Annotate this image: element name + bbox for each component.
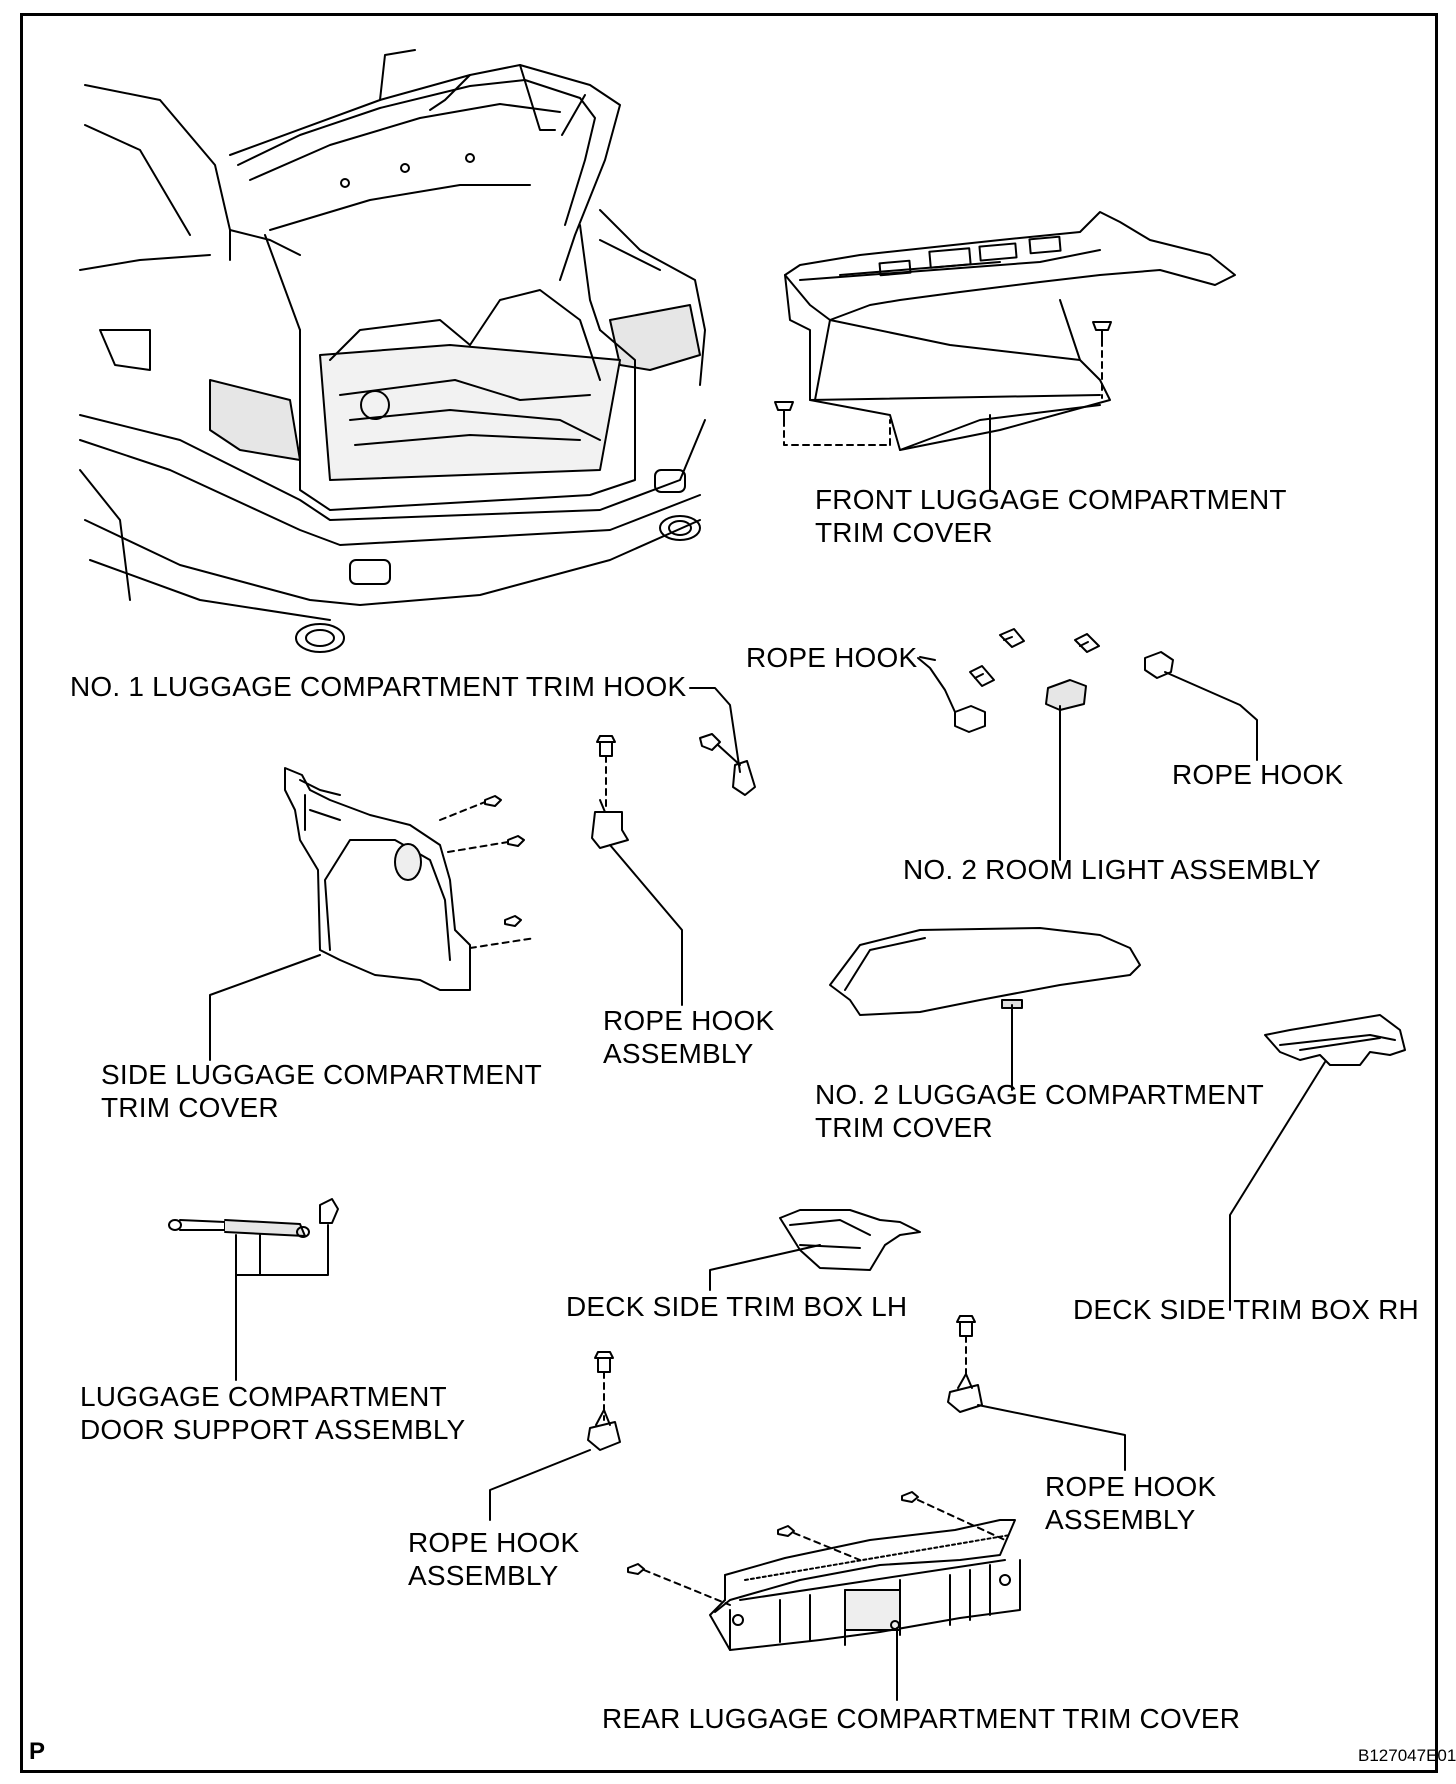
label-no2-trim-cover: NO. 2 LUGGAGE COMPARTMENT TRIM COVER <box>815 1078 1264 1144</box>
deck-box-lh-part <box>709 1209 921 1291</box>
label-rope-hook-assembly-upper: ROPE HOOK ASSEMBLY <box>603 1004 774 1070</box>
label-door-support-line1: LUGGAGE COMPARTMENT <box>80 1381 447 1412</box>
label-door-support-line2: DOOR SUPPORT ASSEMBLY <box>80 1414 466 1445</box>
rear-trim-cover-part <box>627 1491 1021 1701</box>
label-rope-hook-left: ROPE HOOK <box>746 642 918 673</box>
label-side-trim-cover: SIDE LUGGAGE COMPARTMENT TRIM COVER <box>101 1058 542 1124</box>
label-rope-hook-assembly-right-line2: ASSEMBLY <box>1045 1504 1196 1535</box>
label-deck-box-rh: DECK SIDE TRIM BOX RH <box>1073 1294 1419 1325</box>
label-rope-hook-assembly-right-line1: ROPE HOOK <box>1045 1471 1217 1502</box>
rope-hook-assembly-lower-part <box>489 1351 621 1521</box>
label-door-support: LUGGAGE COMPARTMENT DOOR SUPPORT ASSEMBL… <box>80 1380 465 1446</box>
label-deck-box-lh: DECK SIDE TRIM BOX LH <box>566 1291 908 1322</box>
label-front-trim-cover-line2: TRIM COVER <box>815 517 993 548</box>
deck-box-rh-part <box>1229 1014 1406 1311</box>
label-side-trim-cover-line2: TRIM COVER <box>101 1092 279 1123</box>
label-trim-hook: NO. 1 LUGGAGE COMPARTMENT TRIM HOOK <box>70 671 687 702</box>
label-rope-hook-assembly-right: ROPE HOOK ASSEMBLY <box>1045 1470 1216 1536</box>
label-no2-trim-cover-line2: TRIM COVER <box>815 1112 993 1143</box>
label-room-light: NO. 2 ROOM LIGHT ASSEMBLY <box>903 854 1321 885</box>
label-no2-trim-cover-line1: NO. 2 LUGGAGE COMPARTMENT <box>815 1079 1264 1110</box>
label-rope-hook-right: ROPE HOOK <box>1172 759 1344 790</box>
label-rope-hook-assembly-lower-line2: ASSEMBLY <box>408 1560 559 1591</box>
no2-trim-cover-part <box>829 927 1141 1091</box>
car-rear-illustration <box>79 49 706 653</box>
door-support-part <box>168 1198 339 1381</box>
rope-hook-assembly-right-part <box>947 1315 1126 1471</box>
front-trim-cover-part <box>774 211 1236 491</box>
leader-rope-hook-left <box>919 656 936 661</box>
label-side-trim-cover-line1: SIDE LUGGAGE COMPARTMENT <box>101 1059 542 1090</box>
label-rear-trim-cover: REAR LUGGAGE COMPARTMENT TRIM COVER <box>602 1703 1241 1734</box>
label-rope-hook-assembly-lower: ROPE HOOK ASSEMBLY <box>408 1526 579 1592</box>
rope-hooks-room-light-part <box>917 628 1258 861</box>
label-rope-hook-assembly-upper-line2: ASSEMBLY <box>603 1038 754 1069</box>
side-trim-cover-part <box>209 767 536 1061</box>
label-rope-hook-assembly-lower-line1: ROPE HOOK <box>408 1527 580 1558</box>
label-front-trim-cover-line1: FRONT LUGGAGE COMPARTMENT <box>815 484 1287 515</box>
rope-hook-assembly-upper-part <box>591 687 756 1006</box>
figure-code: B127047E01 <box>1358 1746 1456 1765</box>
label-front-trim-cover: FRONT LUGGAGE COMPARTMENT TRIM COVER <box>815 483 1287 549</box>
label-rope-hook-assembly-upper-line1: ROPE HOOK <box>603 1005 775 1036</box>
corner-mark: P <box>29 1738 46 1765</box>
